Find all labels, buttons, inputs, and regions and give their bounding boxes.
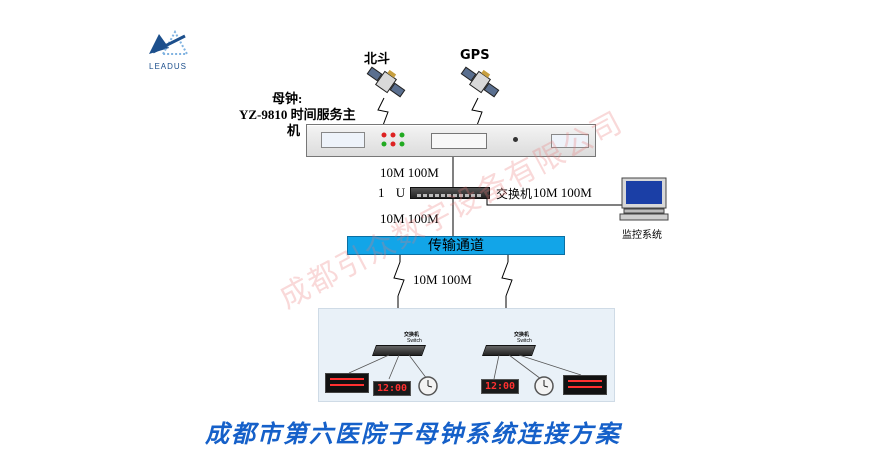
satellite-label-gps: GPS [460, 48, 490, 63]
master-clock-model: YZ-9810 时间服务主 [239, 107, 356, 122]
site-panel: 交换机 Switch 交换机 Switch 12:00 12:00 [318, 308, 615, 402]
link-server-switch: 10M 100M [380, 165, 439, 180]
site-switch-label-2: 交换机 [514, 332, 530, 338]
gps-signal [471, 97, 483, 129]
server-knob [513, 137, 518, 142]
link-transport-site: 10M 100M [413, 272, 472, 287]
main-switch [410, 187, 490, 199]
satellite-icon [460, 66, 500, 98]
analog-clock-icon [534, 376, 554, 396]
link-switch-transport: 10M 100M [380, 211, 439, 226]
digital-clock-2: 12:00 [481, 379, 519, 394]
info-display-1 [325, 373, 369, 393]
satellite-label-beidou: 北斗 [364, 52, 391, 67]
beidou-signal [377, 97, 389, 129]
transport-channel-bar: 传输通道 [347, 236, 565, 255]
computer-monitor-icon [619, 177, 669, 221]
logo-text: LEADUS [149, 62, 188, 71]
switch-label: 交换机 [496, 187, 533, 201]
server-label-plate [551, 134, 589, 148]
master-clock-server [306, 124, 596, 157]
transport-label: 传输通道 [428, 238, 484, 254]
rack-unit-label: 1 U [378, 185, 410, 200]
switch-ports [417, 194, 481, 197]
info-display-2 [563, 375, 607, 395]
status-leds [381, 132, 405, 147]
site-switch-label-1: 交换机 [404, 332, 420, 338]
digital-clock-1: 12:00 [373, 381, 411, 396]
footer-title: 成都市第六医院子母钟系统连接方案 [205, 419, 621, 448]
server-lcd [431, 133, 487, 149]
leadus-logo-icon [149, 29, 189, 55]
site-wiring [348, 354, 582, 380]
logo: LEADUS [145, 28, 195, 72]
site-switch-sub-2: Switch [517, 338, 532, 344]
site-switch-sub-1: Switch [407, 338, 422, 344]
satellite-icon [366, 66, 406, 98]
satellite-beidou: 北斗 [362, 48, 412, 98]
monitor-label: 监控系统 [622, 230, 662, 241]
server-display [321, 132, 365, 148]
master-clock-model-tail: 机 [287, 123, 301, 138]
analog-clock-icon [418, 376, 438, 396]
link-switch-monitor: 10M 100M [533, 185, 592, 200]
master-clock-title: 母钟: [272, 91, 303, 106]
satellite-gps: GPS [456, 48, 506, 98]
monitor-computer [616, 176, 672, 224]
